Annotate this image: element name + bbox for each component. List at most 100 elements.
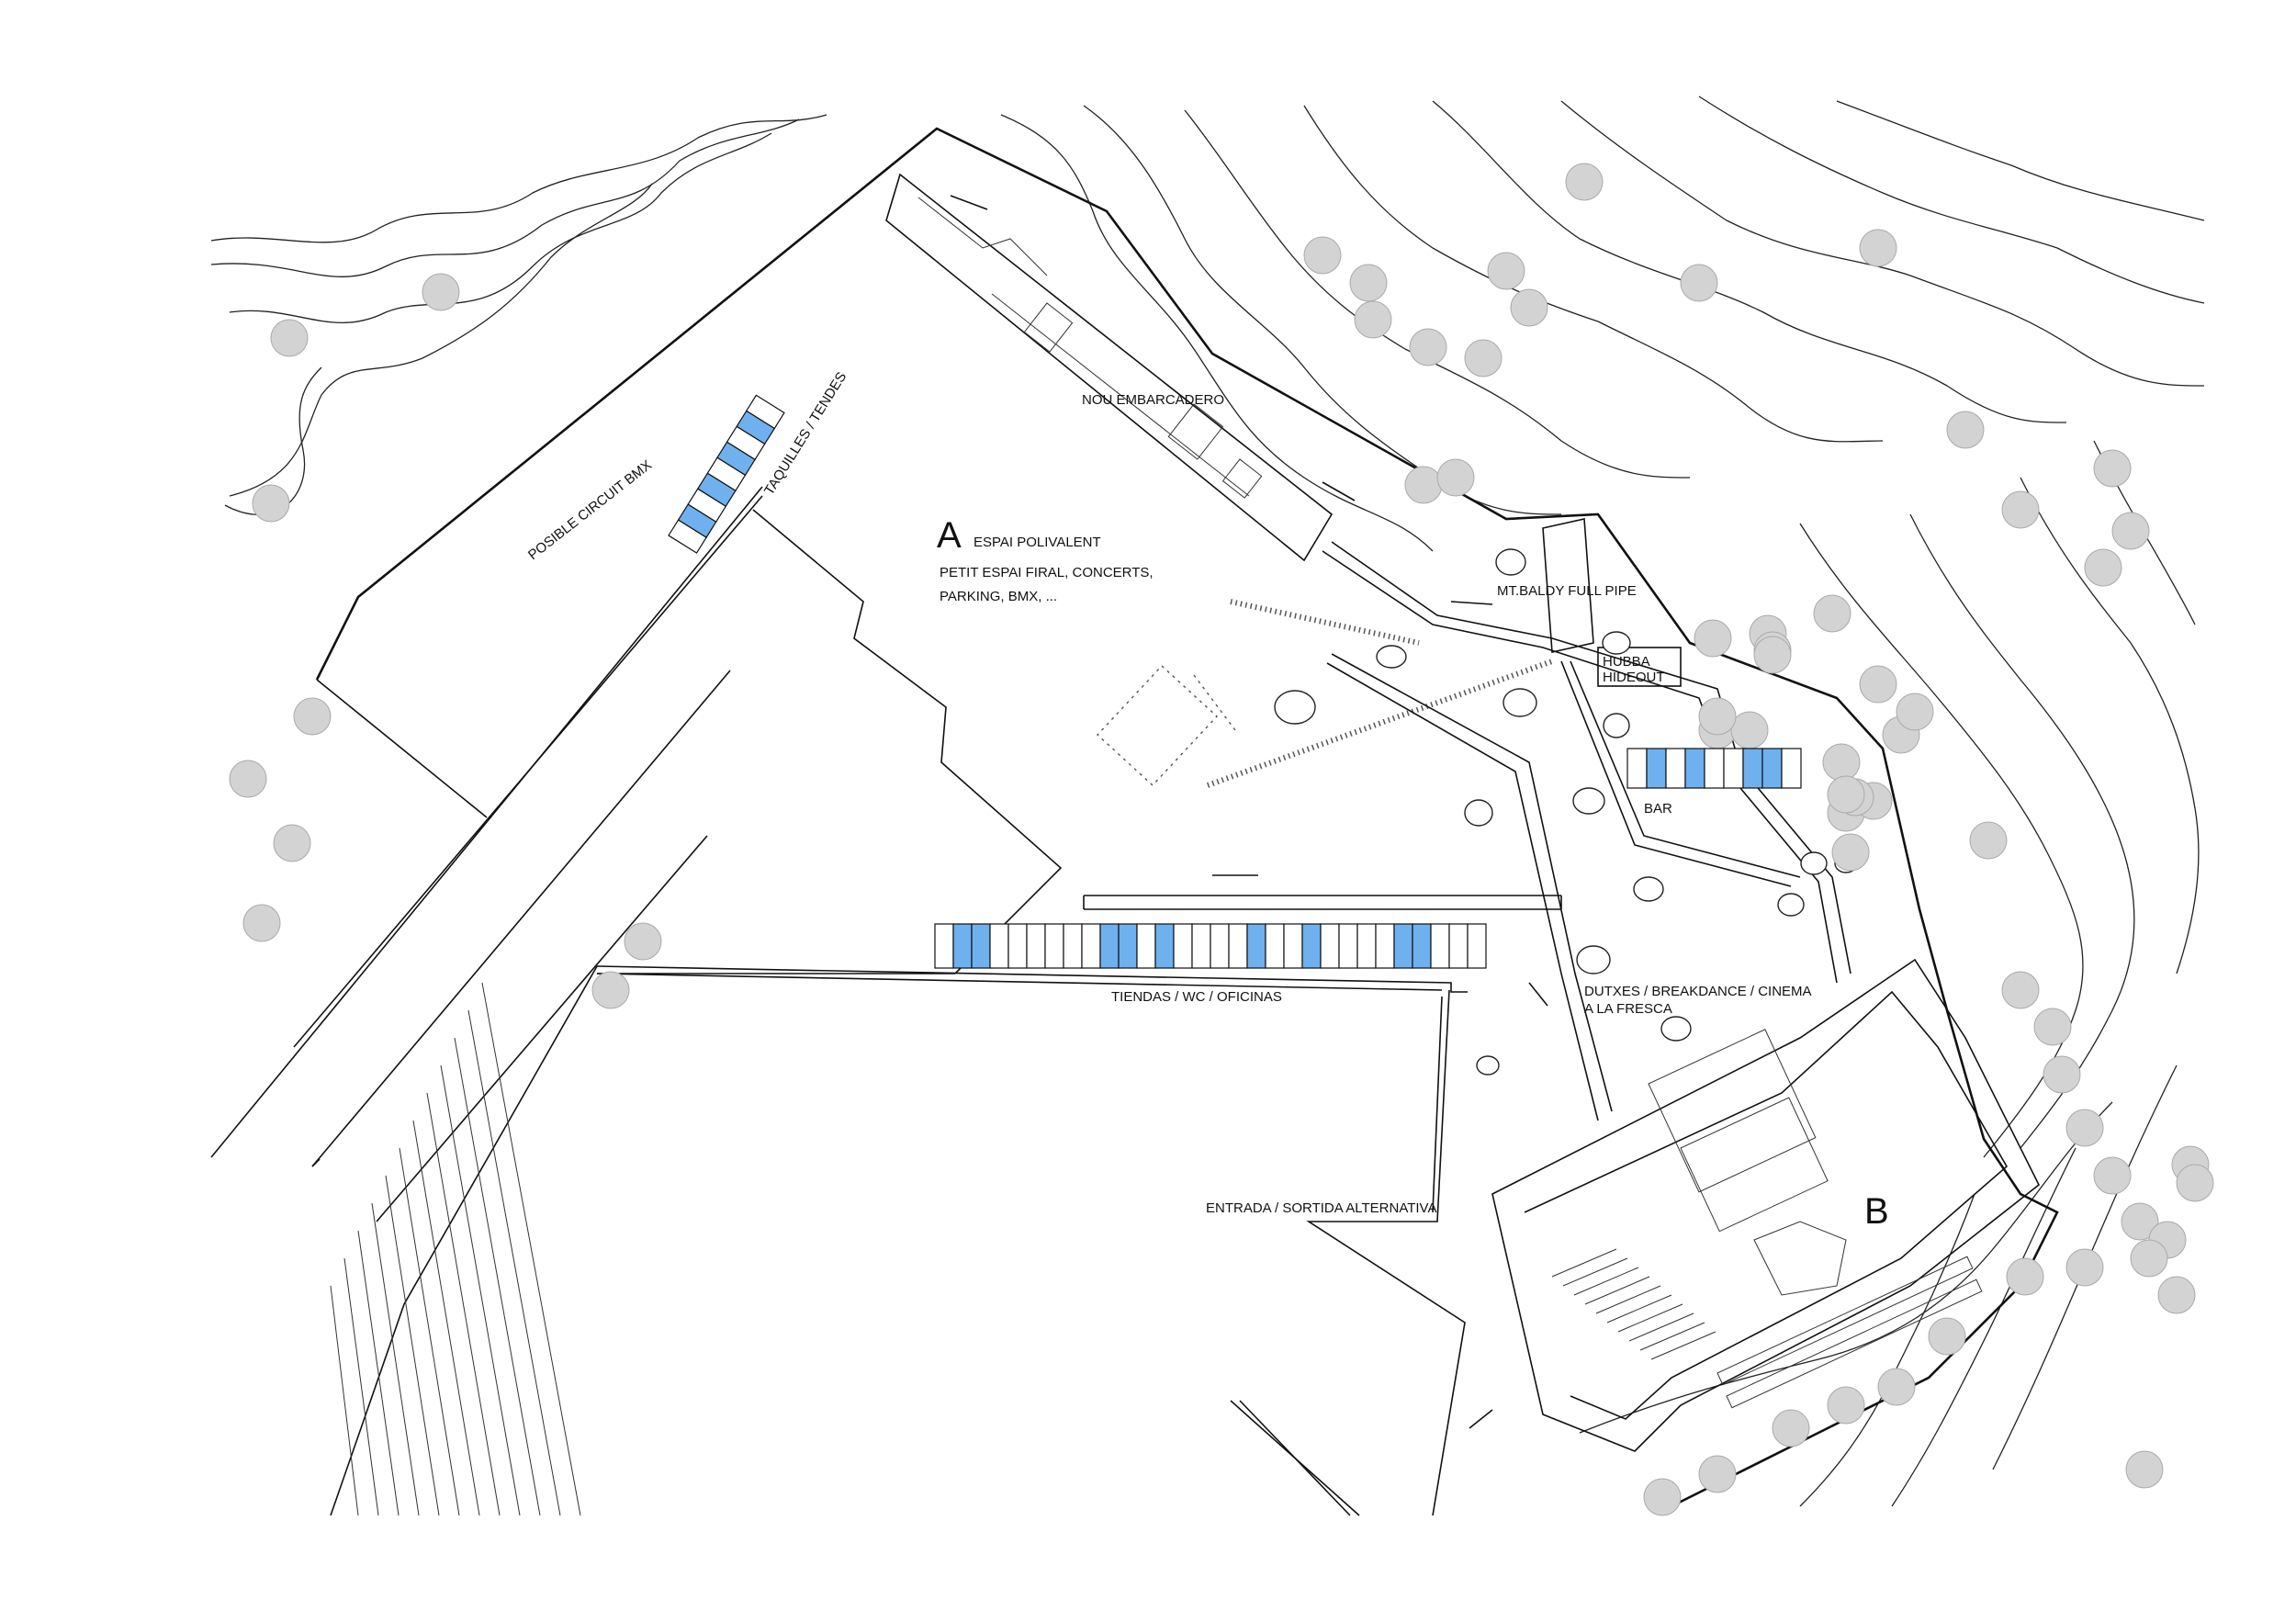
trees xyxy=(229,163,2214,1516)
grid-line xyxy=(1606,1294,1672,1324)
booth-cell xyxy=(1007,923,1028,969)
stripe-line xyxy=(426,1092,501,1516)
stripe-line xyxy=(330,1285,359,1516)
booth-cell xyxy=(1467,923,1487,969)
tree-icon xyxy=(2111,512,2150,550)
tree-icon xyxy=(2065,1248,2104,1287)
stripe-line xyxy=(385,1175,440,1516)
booth-cell xyxy=(1430,923,1450,969)
booth-cell xyxy=(1099,923,1120,969)
booth-cell xyxy=(1742,748,1763,789)
tree-icon xyxy=(1404,466,1443,504)
tree-icon xyxy=(422,273,460,311)
booth-cell xyxy=(971,923,991,969)
hubba-label-2: HIDEOUT xyxy=(1603,670,1665,685)
tree-icon xyxy=(1896,693,1934,731)
tree-icon xyxy=(2033,1008,2072,1046)
tree-icon xyxy=(1946,411,1985,449)
grid-line xyxy=(1650,1331,1716,1360)
tree-icon xyxy=(2121,1202,2159,1241)
booth-cell xyxy=(1154,923,1175,969)
tree-icon xyxy=(229,760,267,798)
tree-icon xyxy=(2093,1156,2132,1195)
tree-icon xyxy=(2084,548,2122,587)
tree-icon xyxy=(242,904,281,942)
stripe-line xyxy=(454,1037,541,1516)
tree-icon xyxy=(2130,1239,2168,1278)
grid-line xyxy=(1551,1248,1617,1278)
tree-icon xyxy=(1303,236,1342,275)
booth-cell xyxy=(989,923,1009,969)
booth-cell xyxy=(1191,923,1211,969)
tree-icon xyxy=(2006,1257,2044,1296)
booth-cell xyxy=(1448,923,1469,969)
booth-cell xyxy=(1081,923,1101,969)
booth-cell xyxy=(1301,923,1322,969)
tree-icon xyxy=(293,697,332,736)
skate-features xyxy=(1542,518,1682,687)
tree-icon xyxy=(1698,697,1737,736)
tree-icon xyxy=(2001,971,2040,1009)
tree-icon xyxy=(1510,288,1548,327)
grid-line xyxy=(1628,1312,1694,1342)
stripe-line xyxy=(481,982,581,1516)
dutxes-label-2: A LA FRESCA xyxy=(1584,1001,1672,1017)
tree-icon xyxy=(1877,1368,1916,1406)
booth-cell xyxy=(1375,923,1395,969)
grandstand-stripes xyxy=(330,982,581,1516)
booth-cell xyxy=(1684,748,1705,789)
tree-icon xyxy=(1436,458,1475,497)
walkways xyxy=(1083,541,1851,1121)
pier-label: NOU EMBARCADERO xyxy=(1082,392,1224,408)
diagonal-avenue xyxy=(210,486,763,1222)
tree-icon xyxy=(1565,163,1604,201)
zone-a-line1: PETIT ESPAI FIRAL, CONCERTS, xyxy=(940,565,1154,580)
booth-cell xyxy=(1781,748,1802,789)
booth-cell xyxy=(1136,923,1156,969)
zone-a-line2: PARKING, BMX, ... xyxy=(940,589,1057,604)
booth-cell xyxy=(1665,748,1686,789)
tree-icon xyxy=(2125,1450,2164,1489)
booth-cell xyxy=(1118,923,1138,969)
booth-cell xyxy=(1356,923,1377,969)
tree-icon xyxy=(1859,229,1897,267)
booth-cell xyxy=(1265,923,1285,969)
tree-icon xyxy=(1969,821,2008,860)
booth-cell xyxy=(1063,923,1083,969)
tree-icon xyxy=(1772,1409,1810,1447)
contour-lines xyxy=(210,96,2205,1507)
tree-icon xyxy=(1643,1478,1682,1516)
grid-line xyxy=(1639,1322,1705,1351)
shops-label: TIENDAS / WC / OFICINAS xyxy=(1111,989,1282,1005)
booth-cell xyxy=(1173,923,1193,969)
zone-b-complex xyxy=(1491,958,2041,1452)
grid-line xyxy=(1617,1303,1683,1333)
booth-cell xyxy=(952,923,973,969)
tree-icon xyxy=(1859,665,1897,704)
stripe-line xyxy=(467,1009,561,1516)
bmx-label: POSIBLE CIRCUIT BMX xyxy=(525,457,655,563)
entrance-label: ENTRADA / SORTIDA ALTERNATIVA xyxy=(1206,1200,1436,1216)
bar-booths xyxy=(1626,748,1802,789)
tree-icon xyxy=(2157,1276,2196,1314)
grid-line xyxy=(1562,1257,1628,1287)
booth-cell xyxy=(745,394,785,430)
booth-cell xyxy=(1704,748,1725,789)
tree-icon xyxy=(1354,300,1392,339)
bar-label: BAR xyxy=(1644,801,1672,817)
booth-cell xyxy=(1228,923,1248,969)
tree-icon xyxy=(591,971,630,1009)
tree-icon xyxy=(1827,1386,1865,1425)
tree-icon xyxy=(1349,264,1388,302)
zone-a-title: ESPAI POLIVALENT xyxy=(974,535,1101,550)
dutxes-label-1: DUTXES / BREAKDANCE / CINEMA xyxy=(1584,984,1812,999)
tree-icon xyxy=(1680,264,1718,302)
zone-a-letter: A xyxy=(937,515,962,556)
booth-cell xyxy=(1210,923,1230,969)
tree-icon xyxy=(1698,1455,1737,1493)
grid-line xyxy=(1573,1267,1639,1296)
tree-icon xyxy=(2043,1055,2081,1094)
stripe-line xyxy=(440,1064,521,1516)
tree-icon xyxy=(252,484,290,523)
booth-cell xyxy=(1246,923,1266,969)
